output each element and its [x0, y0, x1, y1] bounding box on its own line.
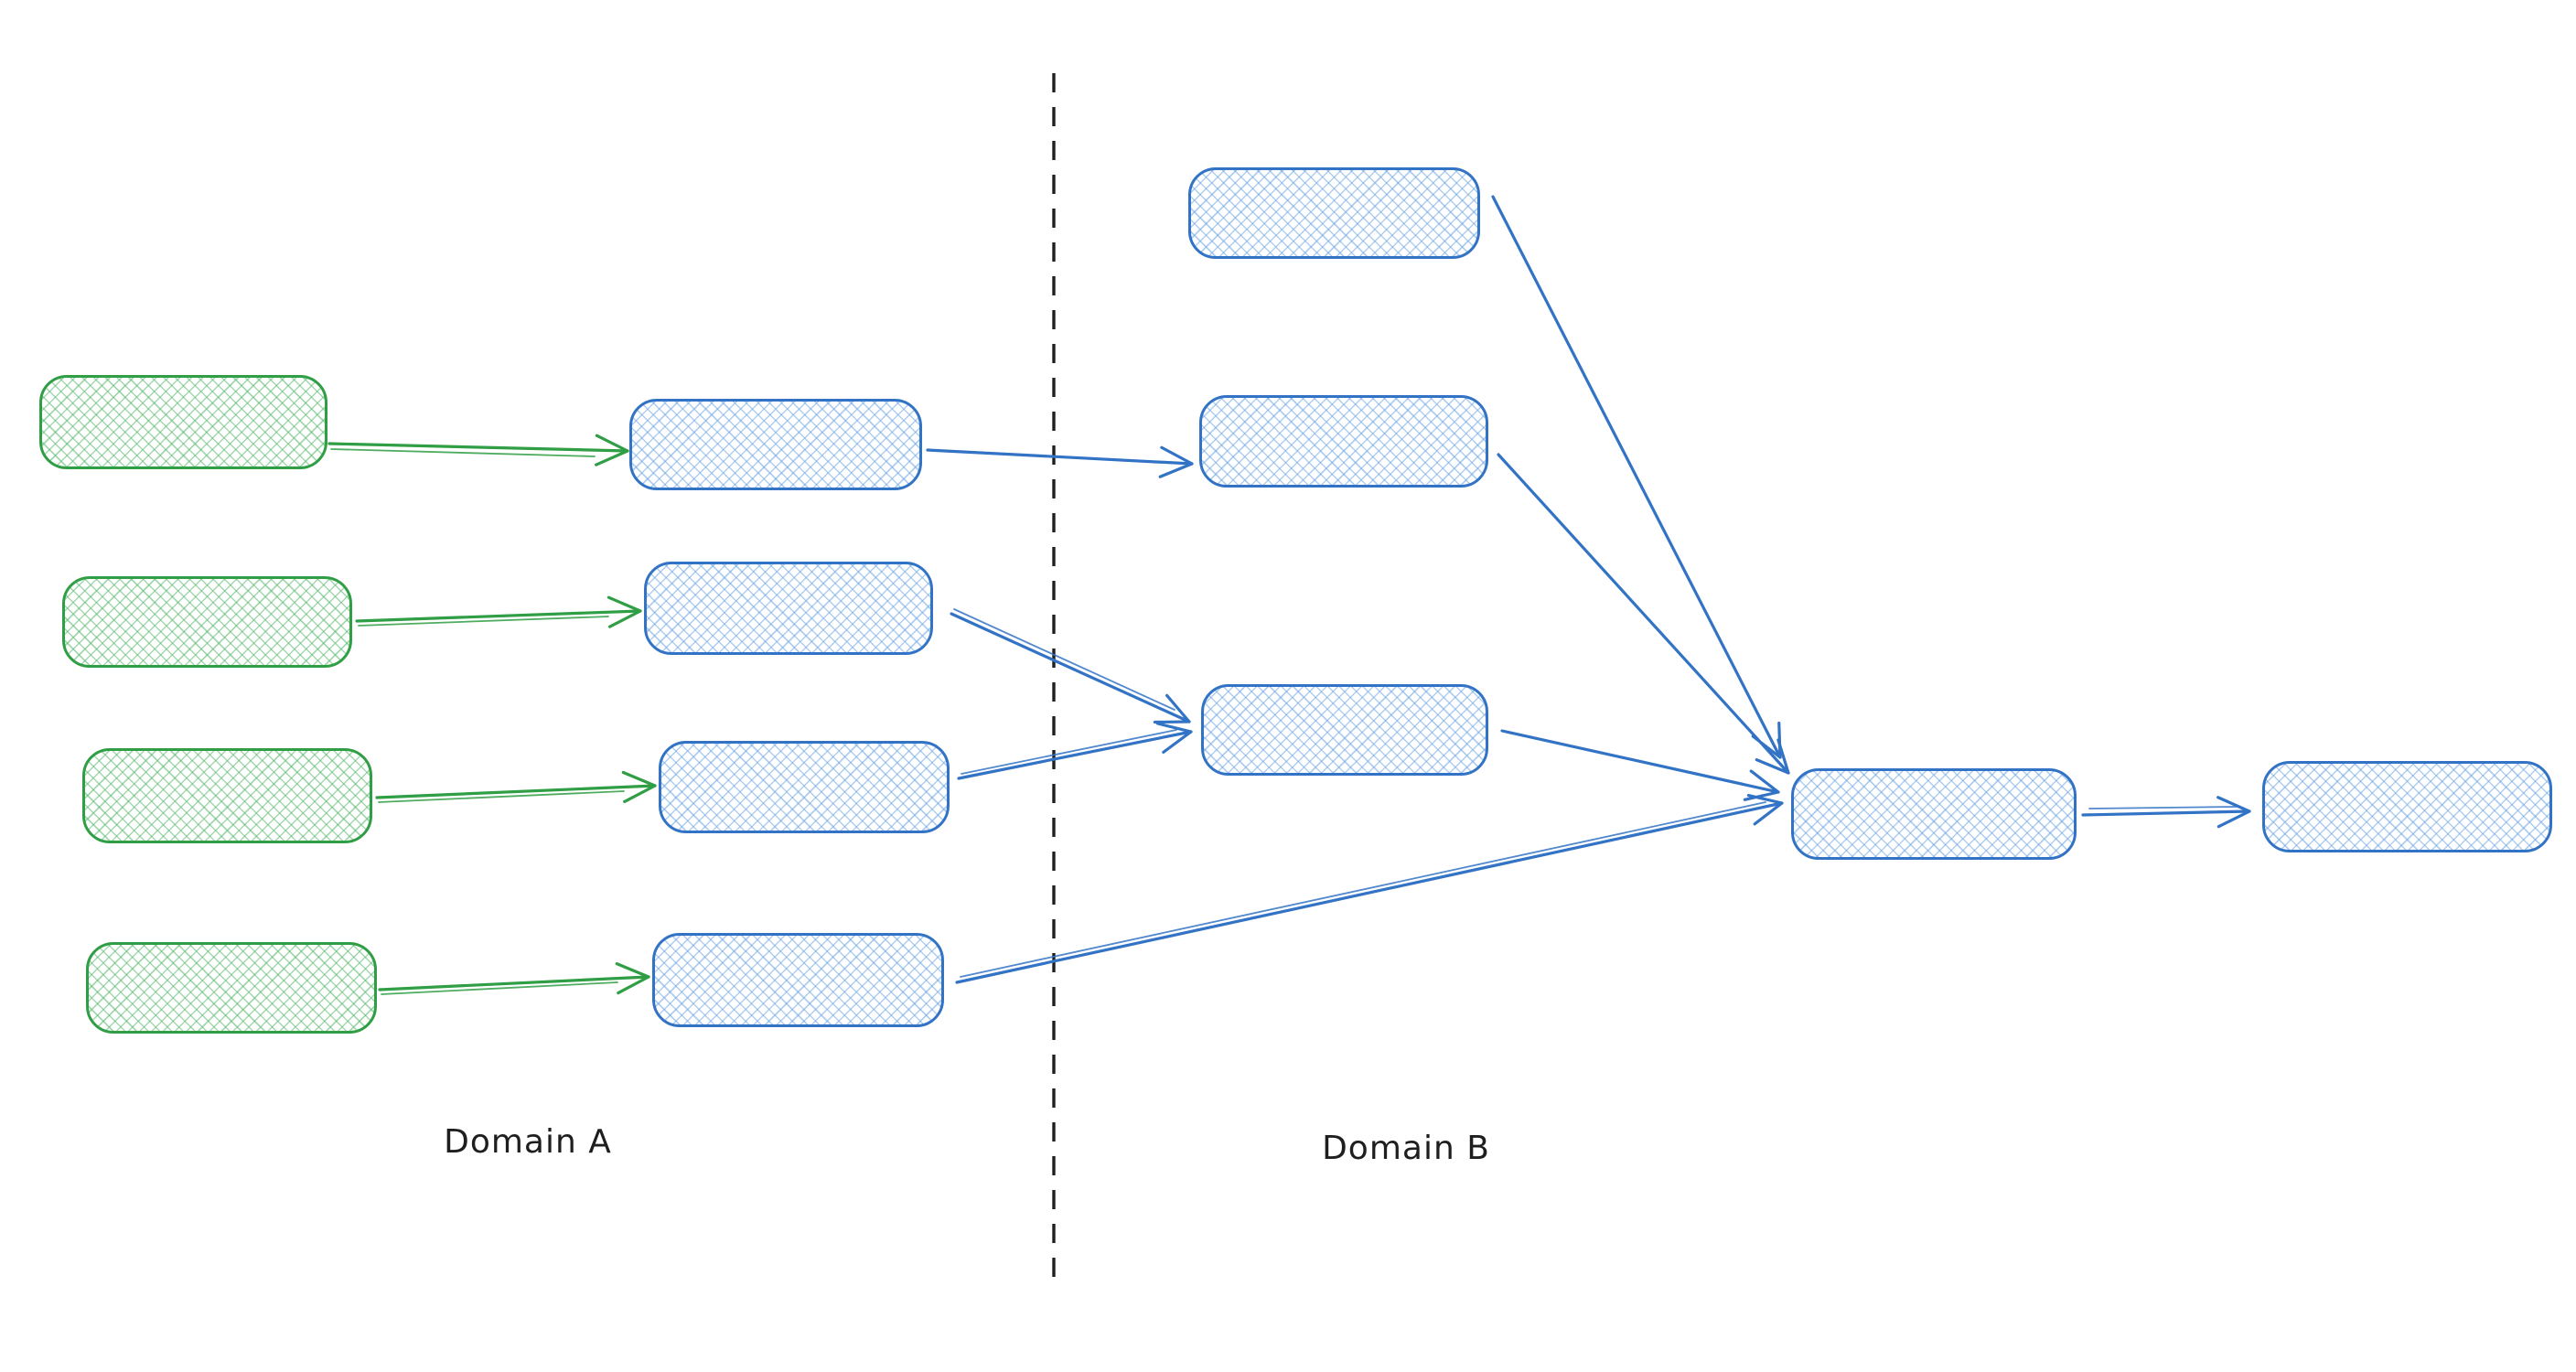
edge-binput2-merge[interactable]	[1497, 453, 1790, 775]
edge-binput1-merge[interactable]	[1491, 195, 1782, 759]
edge-stage2-binput3-sketch-line	[953, 608, 1175, 711]
node-domain-b-input-3[interactable]	[1201, 684, 1488, 776]
node-domain-a-source-4[interactable]	[86, 942, 377, 1034]
edge-source4-stage4-sketch-line	[381, 981, 618, 995]
node-domain-b-output[interactable]	[2262, 761, 2552, 852]
node-domain-a-stage-1[interactable]	[629, 399, 922, 490]
node-domain-a-stage-4[interactable]	[652, 933, 944, 1027]
node-domain-b-input-2[interactable]	[1199, 395, 1488, 488]
edge-merge-output-sketch-line	[2088, 806, 2238, 809]
domain-a-label[interactable]: Domain A	[444, 1123, 612, 1161]
edge-source2-stage2[interactable]	[355, 595, 642, 628]
node-domain-b-merge[interactable]	[1791, 768, 2077, 860]
edge-stage3-binput3[interactable]	[957, 722, 1193, 780]
node-domain-a-source-1[interactable]	[39, 375, 327, 469]
edge-source2-stage2-sketch-line	[358, 616, 609, 627]
edge-stage4-merge[interactable]	[955, 793, 1784, 984]
node-domain-a-source-3[interactable]	[82, 748, 372, 843]
node-domain-a-stage-3[interactable]	[659, 741, 950, 833]
domain-b-label[interactable]: Domain B	[1322, 1130, 1490, 1167]
node-domain-b-input-1[interactable]	[1188, 167, 1480, 259]
edge-source1-stage1[interactable]	[327, 434, 629, 466]
edge-binput3-merge[interactable]	[1500, 729, 1780, 801]
node-domain-a-source-2[interactable]	[62, 576, 352, 668]
edge-source3-stage3-sketch-line	[378, 790, 625, 803]
edge-stage4-merge-sketch-line	[960, 801, 1766, 978]
edge-stage3-binput3-sketch-line	[961, 729, 1177, 775]
edge-stage1-binput2[interactable]	[926, 445, 1194, 478]
edge-source3-stage3[interactable]	[375, 770, 657, 804]
edge-source1-stage1-sketch-line	[330, 448, 596, 457]
edge-merge-output[interactable]	[2081, 796, 2251, 829]
node-domain-a-stage-2[interactable]	[644, 562, 933, 655]
edge-stage2-binput3[interactable]	[950, 612, 1191, 724]
edge-source4-stage4[interactable]	[378, 962, 650, 995]
